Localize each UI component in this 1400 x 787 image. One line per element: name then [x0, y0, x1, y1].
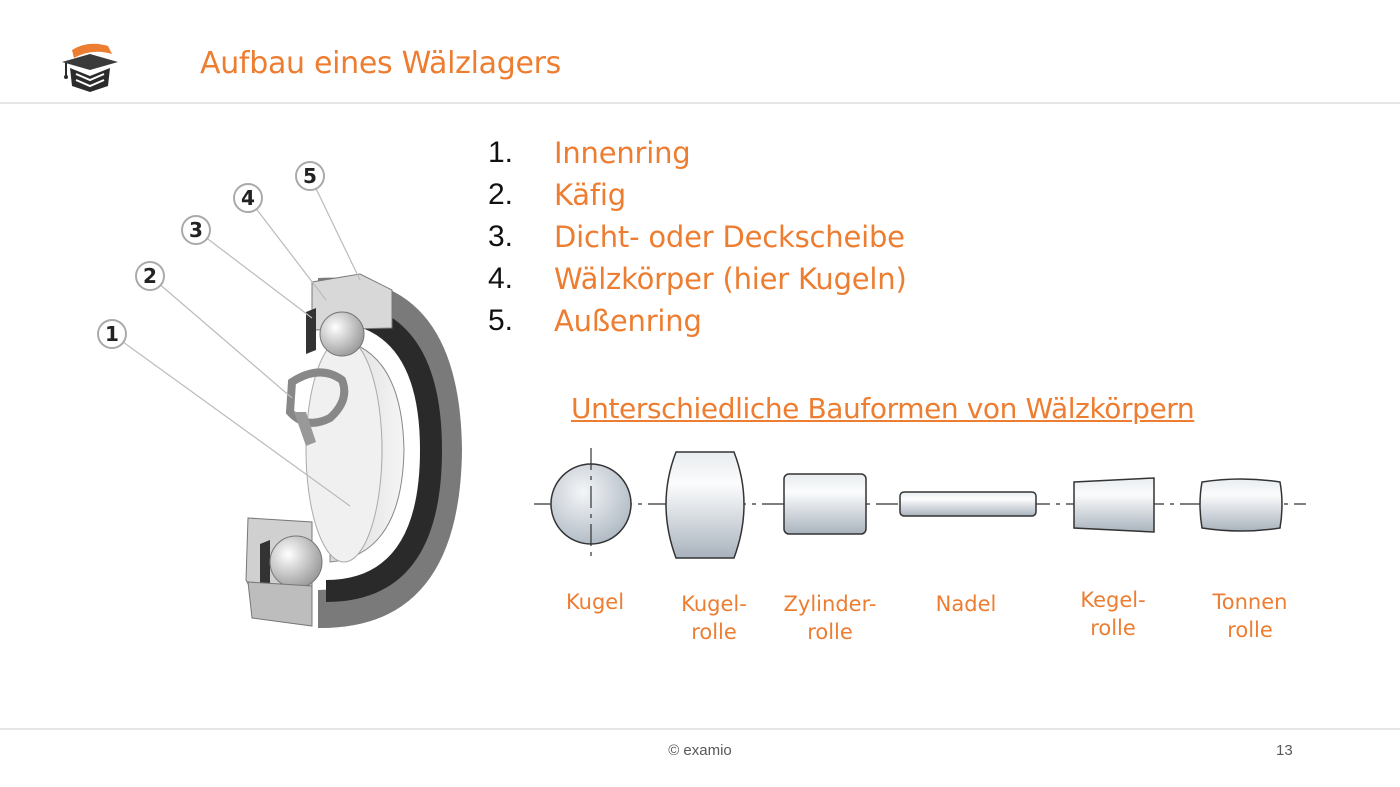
list-label: Dicht- oder Deckscheibe [554, 220, 905, 254]
page-title: Aufbau eines Wälzlagers [200, 46, 561, 81]
shape-label-kegelrolle: Kegel- rolle [1080, 588, 1146, 640]
list-number: 3. [488, 220, 514, 253]
slide-header: Aufbau eines Wälzlagers [0, 0, 1400, 104]
callout-3-label: 3 [189, 218, 203, 242]
spherical-roller-shape [665, 451, 745, 559]
barrel-roller-shape [1199, 478, 1283, 532]
list-label: Käfig [554, 178, 626, 212]
callout-5-label: 5 [303, 164, 317, 188]
list-item: 3. Dicht- oder Deckscheibe [488, 216, 907, 258]
copyright-text: © examio [668, 742, 732, 759]
shape-label-kugelrolle: Kugel- rolle [681, 592, 747, 644]
shape-label-zylinderrolle: Zylinder- rolle [783, 592, 877, 644]
footer-divider [0, 728, 1400, 730]
cylindrical-roller-shape [783, 473, 867, 535]
list-number: 2. [488, 178, 514, 211]
list-number: 4. [488, 262, 514, 295]
list-item: 2. Käfig [488, 174, 907, 216]
parts-list: 1. Innenring 2. Käfig 3. Dicht- oder Dec… [488, 132, 907, 342]
list-item: 5. Außenring [488, 300, 907, 342]
callout-4 [233, 183, 263, 213]
list-number: 5. [488, 304, 514, 337]
callout-3 [181, 215, 211, 245]
callout-5 [295, 161, 325, 191]
list-item: 1. Innenring [488, 132, 907, 174]
list-number: 1. [488, 136, 514, 169]
tapered-roller-shape [1073, 477, 1155, 533]
rolling-element-shapes [534, 448, 1306, 560]
needle-roller-shape [899, 491, 1037, 517]
list-label: Innenring [554, 136, 691, 170]
list-label: Wälzkörper (hier Kugeln) [554, 262, 907, 296]
callout-4-label: 4 [241, 186, 255, 210]
shape-label-nadel: Nadel [935, 592, 997, 616]
shape-label-tonnenrolle: Tonnen rolle [1212, 590, 1288, 642]
graduation-cap-book-icon [62, 43, 118, 92]
list-label: Außenring [554, 304, 702, 338]
shape-label-kugel: Kugel [565, 590, 625, 614]
callout-2 [135, 261, 165, 291]
callout-1 [97, 319, 127, 349]
callout-1-label: 1 [105, 322, 119, 346]
list-item: 4. Wälzkörper (hier Kugeln) [488, 258, 907, 300]
page-number: 13 [1276, 742, 1293, 759]
section-heading: Unterschiedliche Bauformen von Wälzkörpe… [571, 392, 1195, 425]
bearing-cutaway-illustration: 1 2 3 4 5 [97, 161, 462, 629]
callout-2-label: 2 [143, 264, 157, 288]
